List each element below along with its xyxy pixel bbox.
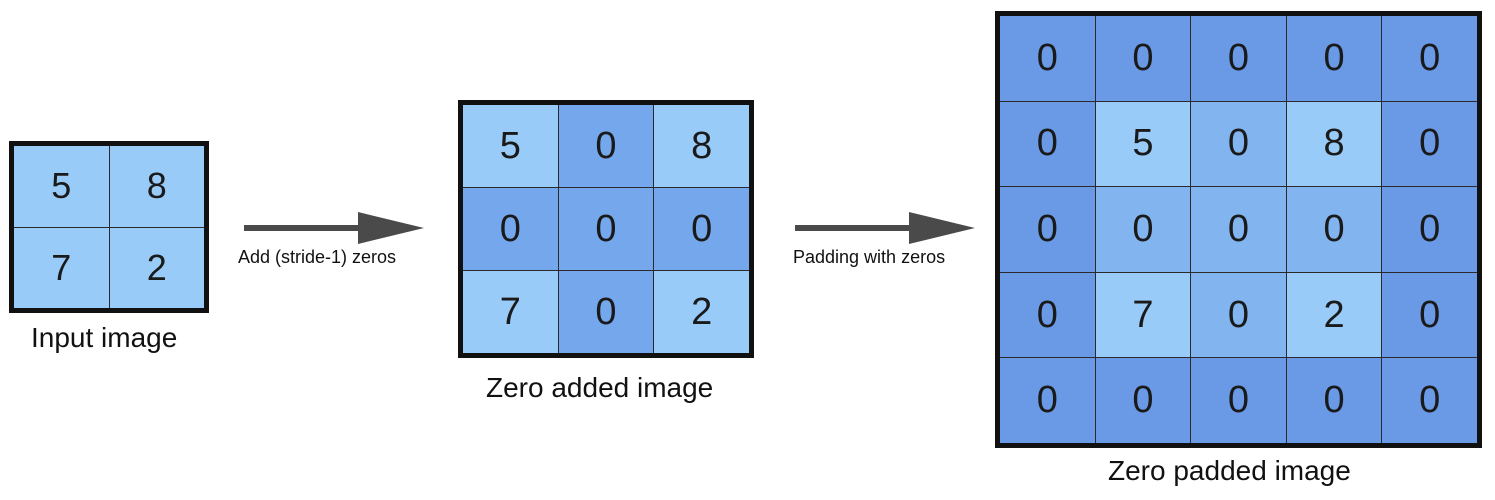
zero-padded-cell: 2	[1286, 272, 1382, 358]
zero-padded-cell: 0	[1191, 16, 1286, 101]
zero-padded-cell: 0	[1382, 16, 1477, 101]
input-image-caption: Input image	[31, 322, 178, 353]
zero-padded-cell: 0	[1286, 187, 1382, 272]
zero-padded-cell: 0	[1286, 358, 1382, 443]
input-cell: 2	[109, 227, 204, 308]
arrow-label-add-zeros: Add (stride-1) zeros	[238, 247, 397, 267]
input-cell: 8	[109, 146, 204, 227]
zero-added-cell: 0	[463, 188, 558, 270]
zero-padded-cell: 0	[1191, 187, 1286, 272]
zero-padded-cell: 0	[1000, 272, 1095, 358]
zero-padded-cell: 7	[1095, 272, 1191, 358]
input-image-grid: 5 8 7 2	[9, 141, 209, 313]
zero-padded-cell: 0	[1382, 101, 1477, 187]
zero-added-cell: 8	[654, 105, 749, 187]
zero-padded-cell: 8	[1286, 101, 1382, 187]
zero-padded-cell: 0	[1286, 16, 1382, 101]
zero-padded-cell: 0	[1000, 358, 1095, 443]
zero-padded-cell: 0	[1095, 358, 1191, 443]
zero-padded-cell: 0	[1000, 187, 1095, 272]
right-arrow-icon	[244, 212, 424, 244]
zero-padded-cell: 0	[1382, 187, 1477, 272]
zero-padded-cell: 5	[1095, 101, 1191, 187]
zero-padded-cell: 0	[1000, 101, 1095, 187]
zero-padded-image-grid: 0 0 0 0 0 0 5 0 8 0 0 0 0 0 0 0 7 0 2 0 …	[995, 11, 1482, 448]
zero-added-image-caption: Zero added image	[486, 372, 714, 403]
zero-added-cell: 0	[654, 188, 749, 270]
zero-added-cell: 0	[558, 188, 654, 270]
zero-padded-cell: 0	[1191, 272, 1286, 358]
zero-padded-cell: 0	[1095, 16, 1191, 101]
zero-added-cell: 5	[463, 105, 558, 187]
zero-padded-cell: 0	[1191, 101, 1286, 187]
zero-padded-cell: 0	[1382, 358, 1477, 443]
zero-added-image-grid: 5 0 8 0 0 0 7 0 2	[458, 100, 754, 358]
zero-padded-cell: 0	[1382, 272, 1477, 358]
zero-added-cell: 0	[558, 105, 654, 187]
zero-padded-cell: 0	[1095, 187, 1191, 272]
input-cell: 5	[14, 146, 109, 227]
zero-padded-cell: 0	[1000, 16, 1095, 101]
input-cell: 7	[14, 227, 109, 308]
right-arrow-icon	[795, 212, 975, 244]
arrow-label-padding: Padding with zeros	[793, 247, 946, 267]
zero-padded-cell: 0	[1191, 358, 1286, 443]
zero-padded-image-caption: Zero padded image	[1108, 455, 1351, 486]
zero-added-cell: 2	[654, 271, 749, 353]
zero-added-cell: 7	[463, 271, 558, 353]
zero-added-cell: 0	[558, 271, 654, 353]
